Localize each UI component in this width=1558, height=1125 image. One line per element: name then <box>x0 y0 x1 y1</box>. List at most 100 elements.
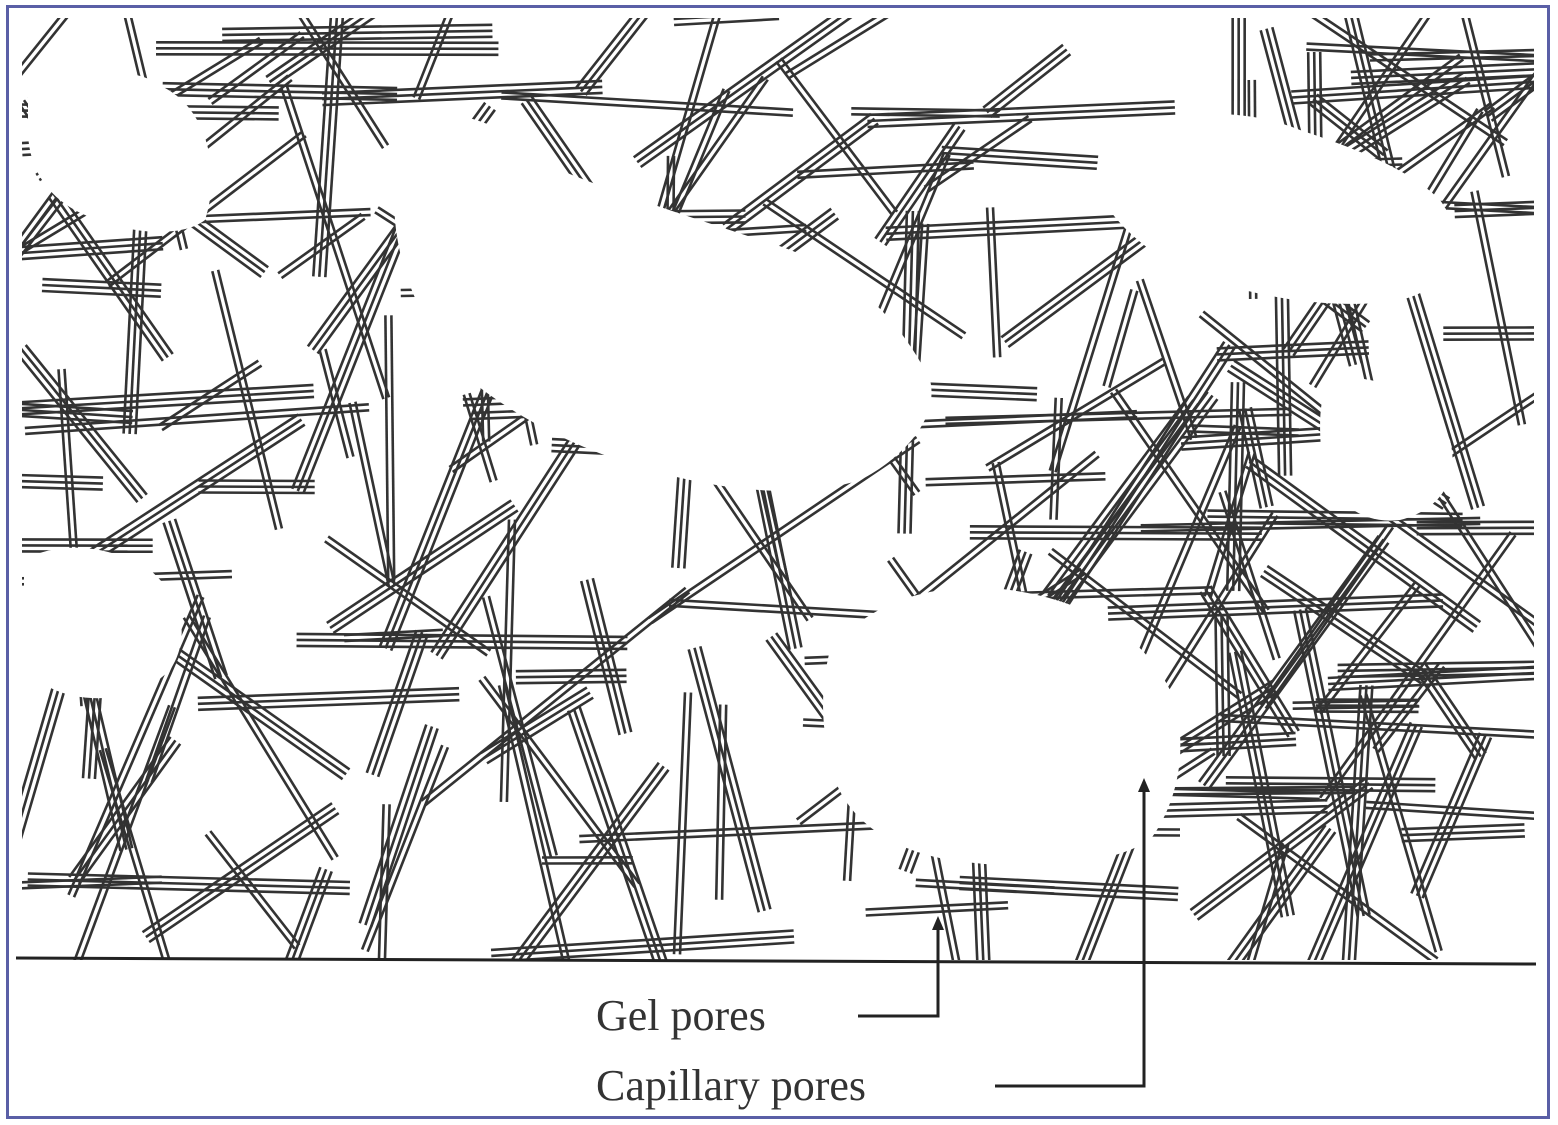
fibre-strand <box>674 692 685 954</box>
fibre-strand <box>1294 611 1358 918</box>
fibre-strand <box>1308 727 1422 992</box>
fibre-strand <box>378 634 428 777</box>
fibre-strand <box>1455 213 1555 217</box>
fibre-strand <box>926 473 1106 479</box>
fibre-strand <box>247 0 383 148</box>
fibre-strand <box>222 31 492 35</box>
fibre-strand <box>362 745 442 949</box>
fibre-strand <box>1282 289 1285 476</box>
fibre-strand <box>1402 836 1525 841</box>
void-bottom-center <box>823 588 1180 866</box>
fibre-strand <box>88 425 305 566</box>
gel-fibre <box>959 877 1178 900</box>
fibre-strand <box>156 48 498 49</box>
void-center <box>394 115 932 491</box>
fibre-strand <box>1417 534 1558 535</box>
fibre-strand <box>1162 832 1335 1073</box>
fibre-strand <box>199 487 315 488</box>
fibre-strand <box>1001 223 1155 337</box>
fibre-strand <box>222 37 492 41</box>
fibre-strand <box>79 744 180 884</box>
gel-pores-label: Gel pores <box>596 991 766 1040</box>
fibre-strand <box>175 654 346 775</box>
fibre-strand <box>1005 228 1159 342</box>
fibre-strand <box>270 10 375 82</box>
gel-fibre <box>0 473 103 490</box>
fibre-strand <box>1417 528 1558 529</box>
fibre-strand <box>516 682 627 683</box>
fibre-strand <box>1226 783 1436 785</box>
fibre-strand <box>1276 289 1279 476</box>
gel-fibre <box>926 473 1106 485</box>
fibre-strand <box>970 532 1262 533</box>
gel-fibre <box>776 58 897 215</box>
fibre-strand <box>1472 192 1520 426</box>
fibre-strand <box>156 42 498 43</box>
fibre-strand <box>0 473 103 478</box>
fibre-strand <box>189 615 338 857</box>
fibre-strand <box>85 420 302 561</box>
fibre-strand <box>0 666 65 944</box>
fibre-strand <box>355 402 394 585</box>
fibre-strand <box>926 479 1106 485</box>
fibre-strand <box>0 485 103 490</box>
fibre-strand <box>960 877 1179 888</box>
gel-fibre <box>360 725 438 927</box>
gel-fibre <box>581 578 631 735</box>
gel-fibre <box>1306 44 1558 66</box>
fibre-strand <box>297 646 628 649</box>
fibre-strand <box>983 45 1063 108</box>
fibre-strand <box>380 372 489 647</box>
fibre-strand <box>184 618 333 860</box>
fibre-strand <box>286 871 332 994</box>
fibre-strand <box>1228 615 1230 757</box>
gel-fibre <box>172 649 350 779</box>
gel-fibre <box>674 13 779 25</box>
fibre-strand <box>1222 615 1224 757</box>
gel-fibre <box>786 0 966 78</box>
fibre-strand <box>1157 829 1330 1070</box>
fibre-strand <box>1207 517 1462 520</box>
fibre-strand <box>1207 511 1462 514</box>
fibre-strand <box>1423 738 1492 899</box>
gel-fibre <box>1207 511 1462 526</box>
gel-fibre <box>292 226 407 493</box>
gel-fibre <box>385 315 394 580</box>
gel-fibre <box>987 207 1000 357</box>
capillary-pores-label: Capillary pores <box>596 1061 866 1110</box>
gel-fibre <box>1472 191 1525 426</box>
fibre-strand <box>695 648 765 911</box>
fibre-strand <box>1152 825 1325 1066</box>
gel-fibre <box>913 224 928 369</box>
fibre-strand <box>1401 824 1524 829</box>
fibre-strand <box>1226 777 1436 779</box>
gel-fibre <box>1226 777 1436 791</box>
fibre-strand <box>1108 594 1443 607</box>
fibre-strand <box>0 479 103 484</box>
fibre-strand <box>172 659 343 780</box>
fibre-strand <box>360 725 427 924</box>
fibre-strand <box>1109 291 1137 388</box>
fibre-strand <box>1338 674 1544 677</box>
fibre-strand <box>198 493 314 494</box>
gel-fibre <box>1401 824 1525 841</box>
gel-fibre <box>1297 722 1422 991</box>
fibre-strand <box>1338 662 1544 665</box>
fibre-strand <box>1227 382 1232 591</box>
fibre-strand <box>1303 725 1417 990</box>
fibre-strand <box>1052 834 1139 1055</box>
fibre-strand <box>674 13 779 19</box>
fibre-strand <box>581 0 664 91</box>
void-left-mid <box>24 548 182 699</box>
fibre-strand <box>781 58 897 212</box>
fibre-strand <box>0 545 153 546</box>
gel-fibre <box>1216 615 1230 757</box>
gel-fibre <box>867 101 1175 127</box>
fibre-strand <box>580 707 693 1037</box>
gel-fibre <box>362 745 448 952</box>
gel-fibre <box>0 665 71 946</box>
fibre-strand <box>1143 279 1197 438</box>
fibre-strand <box>680 693 691 955</box>
fibre-strand <box>1288 288 1291 475</box>
